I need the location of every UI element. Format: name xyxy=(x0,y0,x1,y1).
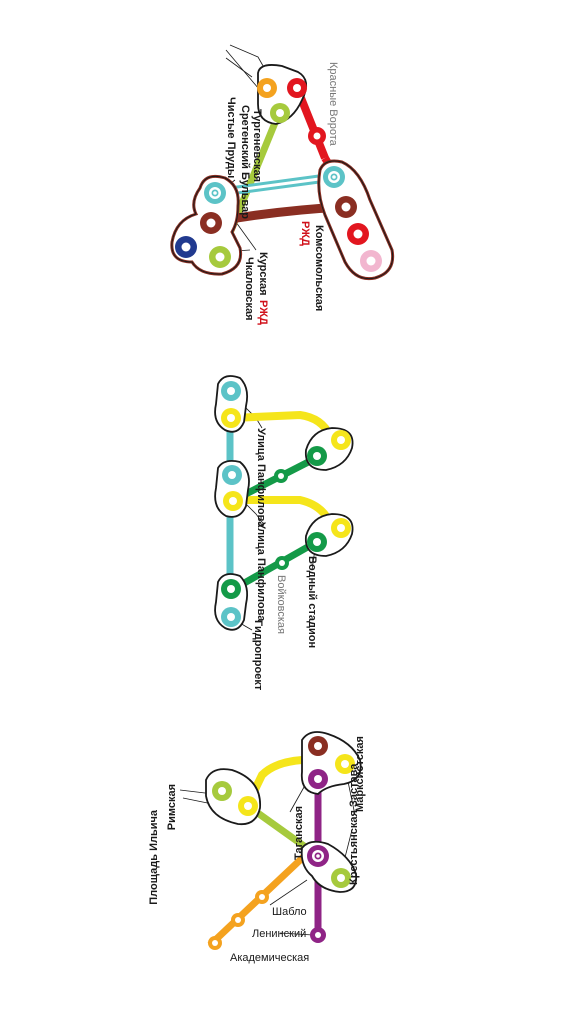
label-chistye-prudy: Чистые Пруды xyxy=(225,97,237,178)
label-akademicheskaya: Академическая xyxy=(230,952,309,964)
label-taganskaya: Таганская xyxy=(293,806,305,860)
cluster-marksistskaya xyxy=(300,731,362,795)
label-turgenevskaya: Тургеневская xyxy=(251,109,263,182)
cluster-komsomolskaya xyxy=(317,159,395,281)
label-vodny-stadion: Водный стадион xyxy=(306,556,318,648)
cluster-upper-right xyxy=(304,427,354,471)
label-marksistskaya: Марксистская xyxy=(354,736,366,812)
label-chkalovskaya: Чкаловская xyxy=(243,257,255,321)
scheme-ulitsa-panfilova: Улица Панфилова Улица Панфилова Войковск… xyxy=(214,375,354,691)
label-shabolovskaya: Шабло xyxy=(272,906,307,918)
label-ploshchad-ilyicha: Площадь Ильича xyxy=(148,809,160,905)
cluster-kurskaya xyxy=(170,174,243,276)
rzd-mark-komsomolskaya: РЖД xyxy=(299,221,311,246)
cluster-krestyanskaya xyxy=(300,840,358,893)
label-kurskaya: Курская xyxy=(257,252,269,296)
cluster-panfilova-2 xyxy=(214,459,250,518)
label-voykovskaya: Войковская xyxy=(275,575,287,634)
label-krestyanskaya-zastava: Крестьянская Застава xyxy=(348,763,360,885)
cluster-chistye-prudy xyxy=(257,64,308,125)
label-ulitsa-panfilova-1: Улица Панфилова xyxy=(255,428,267,528)
label-rimskaya: Римская xyxy=(166,784,178,830)
scheme-taganskaya: Римская Площадь Ильича Таганская Марксис… xyxy=(148,731,366,964)
label-komsomolskaya: Комсомольская xyxy=(313,225,325,311)
cluster-panfilova-1 xyxy=(214,375,249,433)
label-ulitsa-panfilova-2: Улица Панфилова xyxy=(255,522,267,622)
label-leninsky: Ленинский xyxy=(252,928,306,940)
rzd-mark-kurskaya: РЖД xyxy=(257,300,269,325)
cluster-rimskaya xyxy=(205,768,261,826)
label-sretensky-bulvar: Сретенский Бульвар xyxy=(239,105,251,219)
scheme-komsomolskaya-kurskaya: Красные Ворота Тургеневская Чистые Пруды… xyxy=(170,44,395,325)
label-krasnye-vorota: Красные Ворота xyxy=(327,62,339,147)
cluster-gidroproekt xyxy=(214,573,249,631)
cluster-lower-right xyxy=(304,513,354,557)
label-gidroproekt: Гидропроект xyxy=(252,620,264,691)
